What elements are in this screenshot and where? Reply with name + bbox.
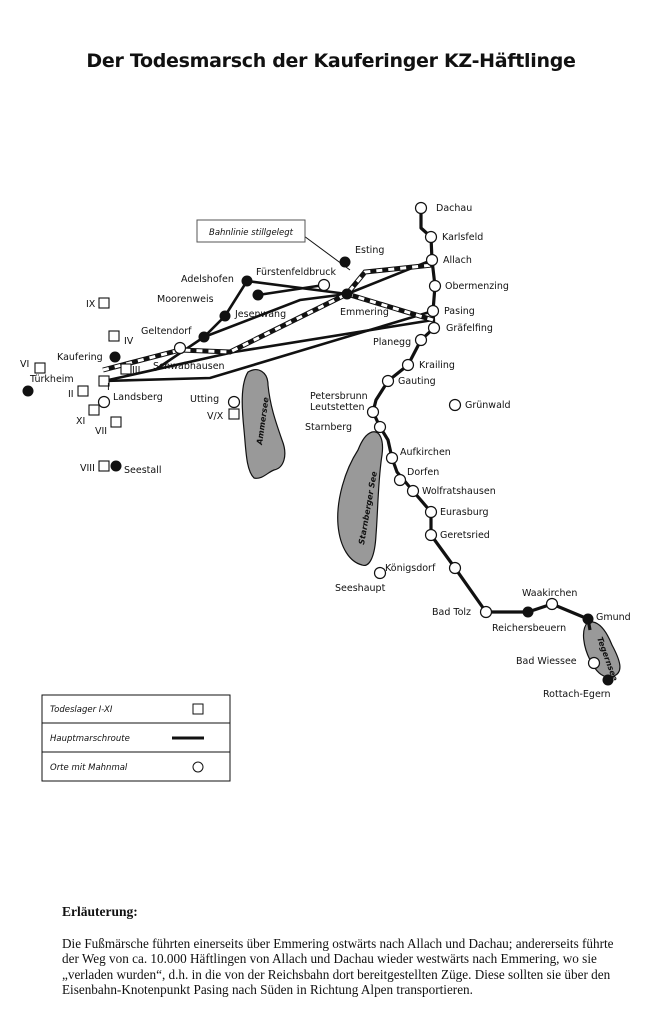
place-karlsfeld: Karlsfeld	[442, 232, 483, 243]
camp-label-i: I	[107, 382, 110, 393]
camp-label-ii: II	[68, 389, 74, 400]
place-fuerstenfeldbruck: Fürstenfeldbruck	[256, 267, 336, 278]
lake-starnberger-see	[337, 431, 384, 566]
place-landsberg: Landsberg	[113, 392, 163, 403]
place-koenigsdorf: Königsdorf	[385, 563, 436, 574]
place-jesenwang: Jesenwang	[234, 309, 286, 320]
place-dots	[22, 256, 614, 686]
camp-label-viii: VIII	[80, 463, 95, 474]
place-waakirchen: Waakirchen	[522, 588, 577, 599]
camp-label-iv: IV	[124, 336, 134, 347]
camp-label-ix: IX	[86, 299, 96, 310]
legend-route-label: Hauptmarschroute	[50, 734, 130, 744]
place-geretsried: Geretsried	[440, 530, 490, 541]
place-gmund: Gmund	[596, 612, 631, 623]
place-krailing: Krailing	[419, 360, 455, 371]
legend-memorial-label: Orte mit Mahnmal	[50, 763, 128, 773]
place-reichersbeuern: Reichersbeuern	[492, 623, 566, 634]
place-emmering: Emmering	[340, 307, 389, 318]
map-title: Der Todesmarsch der Kauferinger KZ-Häftl…	[86, 50, 576, 72]
camp-label-vii: VII	[95, 426, 107, 437]
route-jesenwang	[257, 283, 325, 297]
place-allach: Allach	[443, 255, 472, 266]
place-gauting: Gauting	[398, 376, 436, 387]
place-geltendorf: Geltendorf	[141, 326, 192, 337]
place-starnberg: Starnberg	[305, 422, 352, 433]
place-graefelfing: Gräfelfing	[446, 323, 493, 334]
place-wolfratshausen: Wolfratshausen	[422, 486, 496, 497]
place-seestall: Seestall	[124, 465, 162, 476]
camp-label-vi: VI	[20, 359, 29, 370]
callout-text: Bahnlinie stillgelegt	[209, 228, 294, 238]
callout-box	[196, 219, 306, 243]
place-adelshofen: Adelshofen	[181, 274, 234, 285]
legend-camps-label: Todeslager I-XI	[50, 705, 113, 715]
route-geltendorf-emmering	[203, 292, 348, 339]
place-pasing: Pasing	[444, 306, 475, 317]
place-bad-wiessee: Bad Wiessee	[516, 656, 577, 667]
disused-railway	[102, 262, 434, 373]
place-petersbrunn: Petersbrunn	[310, 391, 368, 402]
place-tuerkheim: Türkheim	[29, 374, 74, 385]
camp-label-xi: XI	[76, 416, 85, 427]
place-eurasburg: Eurasburg	[440, 507, 489, 518]
camp-markers	[34, 297, 240, 472]
place-rottach-egern: Rottach-Egern	[543, 689, 611, 700]
place-planegg: Planegg	[373, 337, 411, 348]
place-dachau: Dachau	[436, 203, 472, 214]
lake-ammersee	[241, 369, 286, 479]
explanation-text: Die Fußmärsche führten einerseits über E…	[62, 935, 614, 998]
place-moorenweis: Moorenweis	[157, 294, 214, 305]
explanation-heading: Erläuterung:	[62, 904, 138, 919]
place-seeshaupt: Seeshaupt	[335, 583, 386, 594]
place-obermenzing: Obermenzing	[445, 281, 509, 292]
place-kaufering: Kaufering	[57, 352, 103, 363]
map: Ammersee Starnberger See Tegernsee Bahnl…	[20, 201, 631, 782]
camp-label-iii: III	[132, 365, 140, 376]
place-schwabhausen: Schwabhausen	[153, 361, 225, 372]
place-bad-toelz: Bad Tolz	[432, 607, 471, 618]
place-esting: Esting	[355, 245, 384, 256]
place-leutstetten: Leutstetten	[310, 402, 365, 413]
camp-label-vx: V/X	[207, 411, 224, 422]
explanation: Erläuterung: Die Fußmärsche führten eine…	[62, 904, 632, 998]
place-dorfen: Dorfen	[407, 467, 439, 478]
route-west-landsberg-pasing	[103, 309, 434, 383]
place-utting: Utting	[190, 394, 219, 405]
place-aufkirchen: Aufkirchen	[400, 447, 451, 458]
memorial-markers	[97, 201, 601, 670]
memorial-circle-icon	[192, 761, 204, 773]
camp-square-icon	[192, 703, 204, 715]
place-gruenwald: Grünwald	[465, 400, 511, 411]
legend: Todeslager I-XI Hauptmarschroute Orte mi…	[41, 694, 231, 782]
